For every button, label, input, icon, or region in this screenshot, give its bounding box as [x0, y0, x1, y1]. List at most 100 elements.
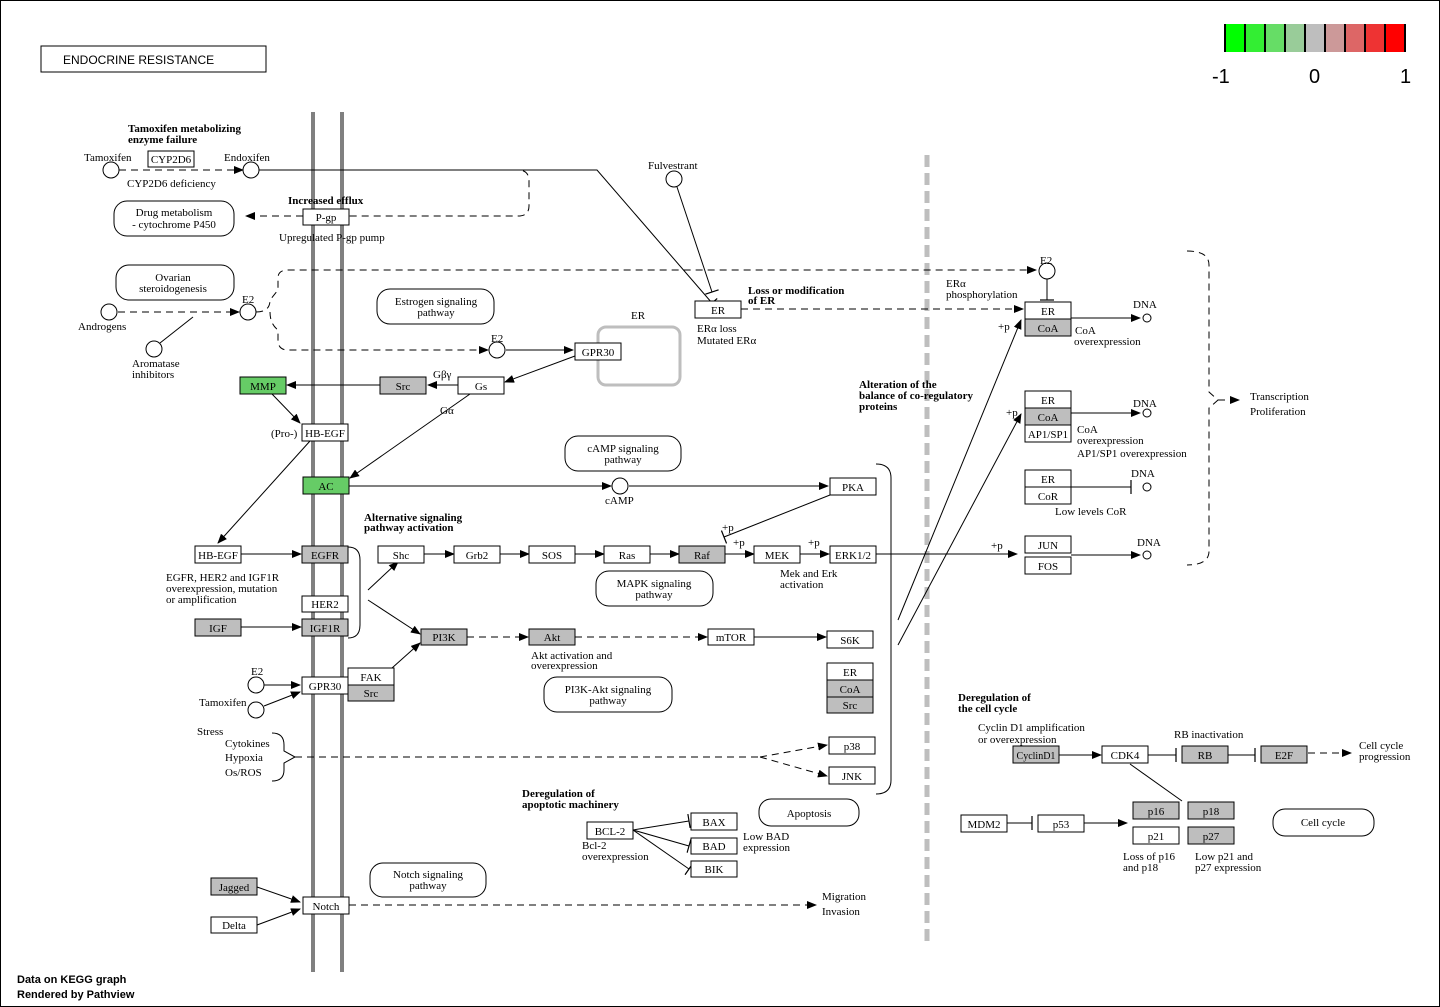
- compound-e2-1[interactable]: E2: [239, 294, 257, 321]
- gene-label: ER: [1041, 395, 1056, 407]
- gene-erk12[interactable]: ERK1/2: [829, 545, 877, 564]
- legend-swatch: [1345, 24, 1366, 52]
- pathway-notch-signaling[interactable]: Notch signaling pathway: [369, 862, 487, 898]
- gene-p18[interactable]: p18: [1187, 801, 1235, 820]
- compound-e2-3[interactable]: E2: [1038, 255, 1056, 280]
- gene-fos[interactable]: FOS: [1024, 556, 1072, 575]
- gene-cyp2d6[interactable]: CYP2D6: [147, 150, 195, 168]
- label-mutated-era: Mutated ERα: [697, 335, 756, 347]
- gene-hb-egf-2[interactable]: HB-EGF: [194, 545, 242, 564]
- compound-tamoxifen[interactable]: Tamoxifen: [84, 152, 132, 179]
- gene-label: AC: [318, 481, 333, 493]
- gene-label: EGFR: [311, 550, 340, 562]
- gene-p53[interactable]: p53: [1037, 814, 1085, 833]
- gene-e2f[interactable]: E2F: [1260, 745, 1308, 764]
- gene-raf[interactable]: Raf: [678, 545, 726, 564]
- gene-src-2[interactable]: Src: [347, 684, 395, 702]
- gene-er[interactable]: ER: [694, 300, 742, 319]
- gene-coa-nuc1[interactable]: CoA: [1024, 318, 1072, 337]
- gene-p27[interactable]: p27: [1187, 826, 1235, 845]
- gene-src-cyto[interactable]: Src: [826, 696, 874, 714]
- gene-er-nuc3[interactable]: ER: [1024, 469, 1072, 488]
- gene-fak[interactable]: FAK: [347, 667, 395, 686]
- gene-cyclind1[interactable]: CyclinD1: [1012, 745, 1060, 764]
- gene-her2[interactable]: HER2: [301, 595, 349, 613]
- gene-bcl2[interactable]: BCL-2: [586, 821, 634, 840]
- pathway-notch-line2: pathway: [409, 880, 447, 892]
- gene-er-cyto[interactable]: ER: [826, 662, 874, 681]
- label-overexpression-mutation: overexpression, mutation: [166, 583, 278, 595]
- gene-mek[interactable]: MEK: [753, 545, 801, 564]
- gene-mtor[interactable]: mTOR: [707, 628, 755, 646]
- label-mek-activation: activation: [780, 579, 824, 591]
- pathway-ovarian-steroidogenesis[interactable]: Ovarian steroidogenesis: [115, 264, 235, 301]
- compound-androgens[interactable]: Androgens: [78, 303, 126, 333]
- gene-ras[interactable]: Ras: [603, 545, 651, 564]
- gene-jun[interactable]: JUN: [1024, 535, 1072, 554]
- gene-shc[interactable]: Shc: [377, 545, 425, 564]
- gene-p21[interactable]: p21: [1132, 826, 1180, 845]
- gene-er-nuc1[interactable]: ER: [1024, 301, 1072, 320]
- pathway-mapk-signaling[interactable]: MAPK signaling pathway: [595, 570, 714, 607]
- gene-mdm2[interactable]: MDM2: [960, 814, 1008, 833]
- pathway-drug-metabolism[interactable]: Drug metabolism - cytochrome P450: [113, 200, 235, 237]
- gene-label: Akt: [544, 632, 561, 644]
- gene-cor[interactable]: CoR: [1024, 486, 1072, 505]
- gene-gs[interactable]: Gs: [457, 376, 505, 395]
- gene-sos[interactable]: SOS: [528, 545, 576, 564]
- pathway-pi3k-akt-signaling[interactable]: PI3K-Akt signaling pathway: [543, 676, 673, 713]
- gene-igf1r[interactable]: IGF1R: [301, 618, 349, 637]
- legend-swatch: [1245, 24, 1266, 52]
- pathway-cell-cycle-line1: Cell cycle: [1301, 817, 1345, 829]
- edges: [118, 166, 1352, 926]
- gene-pi3k[interactable]: PI3K: [420, 628, 468, 646]
- gene-igf[interactable]: IGF: [194, 618, 242, 637]
- gene-bax[interactable]: BAX: [690, 812, 738, 831]
- legend-ticks: [1224, 24, 1406, 52]
- gene-notch[interactable]: Notch: [302, 896, 350, 915]
- pathway-apoptosis[interactable]: Apoptosis: [758, 798, 860, 827]
- gene-ac[interactable]: AC: [302, 476, 350, 495]
- label-plus-p-nuc1: +p: [998, 321, 1010, 333]
- gene-gpr30[interactable]: GPR30: [574, 342, 622, 361]
- gene-grb2[interactable]: Grb2: [453, 545, 501, 564]
- gene-akt[interactable]: Akt: [528, 628, 576, 646]
- compound-fulvestrant[interactable]: Fulvestrant: [648, 160, 698, 188]
- gene-p-gp[interactable]: P-gp: [302, 208, 350, 226]
- gene-pka[interactable]: PKA: [829, 477, 877, 496]
- gene-delta[interactable]: Delta: [210, 916, 258, 934]
- gene-p16[interactable]: p16: [1132, 801, 1180, 820]
- pathway-estrogen-signaling[interactable]: Estrogen signaling pathway: [376, 288, 495, 325]
- gene-jagged[interactable]: Jagged: [210, 877, 258, 896]
- label-cell-cycle-text: Cell cycle: [1359, 740, 1403, 752]
- gene-bik[interactable]: BIK: [690, 860, 738, 878]
- gene-egfr[interactable]: EGFR: [301, 545, 349, 564]
- gene-coa-cyto[interactable]: CoA: [826, 679, 874, 698]
- label-balance: balance of co-regulatory: [859, 390, 974, 402]
- gene-label: BIK: [705, 864, 724, 876]
- compound-endoxifen[interactable]: Endoxifen: [224, 152, 270, 179]
- compound-camp[interactable]: cAMP: [605, 477, 634, 507]
- gene-src[interactable]: Src: [379, 376, 427, 395]
- gene-ap1-sp1[interactable]: AP1/SP1: [1024, 424, 1072, 443]
- gene-bad[interactable]: BAD: [690, 837, 738, 855]
- pathway-camp-signaling[interactable]: cAMP signaling pathway: [564, 435, 682, 472]
- gene-p38[interactable]: p38: [828, 736, 876, 755]
- compound-tamoxifen-2[interactable]: Tamoxifen: [199, 697, 265, 719]
- compound-e2-4[interactable]: E2: [247, 666, 265, 694]
- gene-jnk[interactable]: JNK: [828, 766, 876, 785]
- gene-coa-nuc2[interactable]: CoA: [1024, 407, 1072, 426]
- label-gbg: Gβγ: [433, 369, 452, 381]
- gene-rb[interactable]: RB: [1181, 745, 1229, 764]
- gene-label: HB-EGF: [198, 550, 238, 562]
- gene-mmp[interactable]: MMP: [239, 376, 287, 395]
- compound-e2-2[interactable]: E2: [488, 333, 506, 359]
- gene-cdk4[interactable]: CDK4: [1101, 745, 1149, 764]
- gene-s6k[interactable]: S6K: [826, 630, 874, 649]
- gene-er-nuc2[interactable]: ER: [1024, 390, 1072, 409]
- gene-gpr30-2[interactable]: GPR30: [301, 676, 349, 695]
- compound-e2-2-label: E2: [491, 333, 503, 345]
- pathway-cell-cycle[interactable]: Cell cycle: [1272, 808, 1375, 837]
- gene-hb-egf[interactable]: HB-EGF: [301, 423, 349, 442]
